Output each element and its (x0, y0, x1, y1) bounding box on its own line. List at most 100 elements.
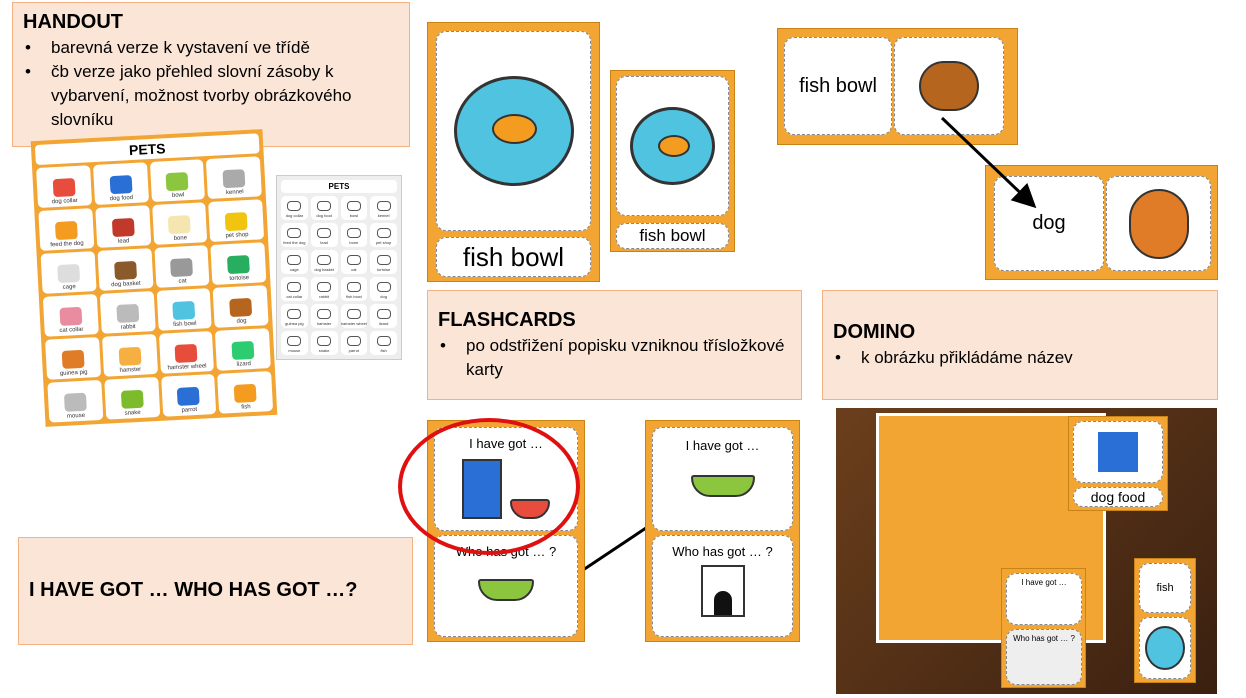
i-have-got-text: I have got … (685, 438, 760, 453)
sheet-cell: lizard (370, 304, 397, 328)
sheet-picture-icon (317, 201, 332, 211)
sheet-cell-label: fish (380, 348, 387, 353)
game-box: I HAVE GOT … WHO HAS GOT …? (18, 537, 413, 645)
sheet-picture-icon (376, 309, 391, 319)
photo-fish-text: fish (1139, 563, 1191, 613)
sheet-cell-label: mouse (288, 348, 301, 353)
sheet-picture-icon (346, 255, 361, 265)
guinea-pig-image (1106, 176, 1211, 271)
kennel-image (700, 565, 745, 617)
sheet-picture-icon (317, 228, 332, 238)
sheet-cell-label: pet shop (375, 240, 392, 245)
sheet-cell-label: dog basket (314, 267, 334, 272)
sheet-cell: bone (340, 223, 368, 247)
sheet-cell-label: lead (320, 240, 328, 245)
sheet-cell-label: lizard (378, 321, 389, 326)
sheet-cell-label: feed the dog (283, 240, 306, 245)
bowl-image (690, 475, 755, 497)
sheet-picture-icon (346, 282, 361, 292)
sheet-cell: hamster wheel (340, 304, 368, 328)
flashcard-label: fish bowl (436, 237, 591, 277)
sheet-cell: dog food (310, 196, 338, 220)
sheet-cell-label: dog collar (285, 213, 304, 218)
sheet-cell: fish bowl (340, 277, 368, 301)
sheet-cell: rabbit (310, 277, 338, 301)
domino-word: fish bowl (784, 37, 892, 135)
domino-title: DOMINO (833, 321, 916, 343)
sheet-cell-label: dog food (316, 213, 332, 218)
handout-box: HANDOUT barevná verze k vystavení ve tří… (12, 2, 410, 147)
sheet-title: PETS (281, 180, 397, 193)
fish-bowl-image (630, 107, 715, 185)
sheet-cell: guinea pig (281, 304, 308, 328)
sheet-cell: kennel (370, 196, 397, 220)
sheet-picture-icon (287, 255, 302, 265)
photo-flashcard: dog food (1068, 416, 1168, 511)
sheet-cell-label: rabbit (319, 294, 330, 299)
domino-box: DOMINO k obrázku přikládáme název (822, 290, 1218, 400)
flashcard-label: fish bowl (616, 223, 729, 249)
sheet-cell-label: cat collar (286, 294, 303, 299)
flashcard-small: fish bowl (610, 70, 735, 252)
sheet-cell-label: kennel (377, 213, 390, 218)
sheet-cell: dog basket (310, 250, 338, 274)
sheet-cell-label: dog (380, 294, 387, 299)
sheet-cell-label: fish bowl (346, 294, 362, 299)
sheet-cell-label: cage (290, 267, 299, 272)
sheet-cell: cage (281, 250, 308, 274)
sheet-cell: lead (310, 223, 338, 247)
sheet-cell-label: bowl (349, 213, 358, 218)
sheet-cell: dog collar (281, 196, 308, 220)
sheet-cell: hamster (310, 304, 338, 328)
domino-bullet: k obrázku přikládáme název (833, 346, 1207, 370)
sheet-cell-label: parrot (348, 348, 360, 353)
sheet-cell-label: bone (349, 240, 359, 245)
flashcard-large: fish bowl (427, 22, 600, 282)
bowl-image (478, 579, 534, 601)
sheet-cell-label: hamster (316, 321, 332, 326)
photo-card-label: dog food (1073, 487, 1163, 507)
handout-bullet: čb verze jako přehled slovní zásoby k vy… (23, 60, 399, 132)
domino-card-1: fish bowl (777, 28, 1018, 145)
sheet-picture-icon (317, 336, 332, 346)
pets-sheet-bw: PETS dog collar dog food bowl kennel feed th… (276, 175, 402, 360)
photo: dog food I have got … Who has got … ? fi… (836, 408, 1217, 694)
dog-image (894, 37, 1004, 135)
sheet-picture-icon (346, 201, 361, 211)
sheet-picture-icon (287, 309, 302, 319)
sheet-cell: mouse (281, 331, 308, 355)
sheet-picture-icon (376, 336, 391, 346)
photo-who-text: Who has got … ? (1006, 629, 1082, 685)
sheet-picture-icon (287, 201, 302, 211)
sheet-cell: feed the dog (281, 223, 308, 247)
ihg-card-2: I have got … Who has got … ? (645, 420, 800, 642)
sheet-cell: parrot (340, 331, 368, 355)
sheet-picture-icon (317, 309, 332, 319)
sheet-picture-icon (287, 336, 302, 346)
sheet-cell: pet shop (370, 223, 397, 247)
sheet-cell-label: cat (351, 267, 357, 272)
sheet-cell: dog (370, 277, 397, 301)
sheet-cell: fish (370, 331, 397, 355)
sheet-picture-icon (376, 255, 391, 265)
flashcards-box: FLASHCARDS po odstřižení popisku vznikno… (427, 290, 802, 400)
sheet-cell-label: snake (318, 348, 330, 353)
sheet-cell: cat collar (281, 277, 308, 301)
sheet-picture-icon (346, 309, 361, 319)
sheet-picture-icon (317, 255, 332, 265)
sheet-cell: cat (340, 250, 368, 274)
arrow (940, 116, 1037, 209)
sheet-cell-label: guinea pig (285, 321, 304, 326)
sheet-cell-label: tortoise (377, 267, 391, 272)
sheet-cell: tortoise (370, 250, 397, 274)
sheet-picture-icon (346, 228, 361, 238)
sheet-cell: bowl (340, 196, 368, 220)
sheet-picture-icon (287, 282, 302, 292)
handout-title: HANDOUT (23, 11, 123, 33)
photo-have-text: I have got … (1006, 573, 1082, 625)
sheet-picture-icon (287, 228, 302, 238)
flashcards-title: FLASHCARDS (438, 309, 576, 331)
flashcards-bullet: po odstřižení popisku vzniknou třísložko… (438, 334, 791, 382)
sheet-picture-icon (376, 228, 391, 238)
handout-bullet: barevná verze k vystavení ve třídě (23, 36, 399, 60)
